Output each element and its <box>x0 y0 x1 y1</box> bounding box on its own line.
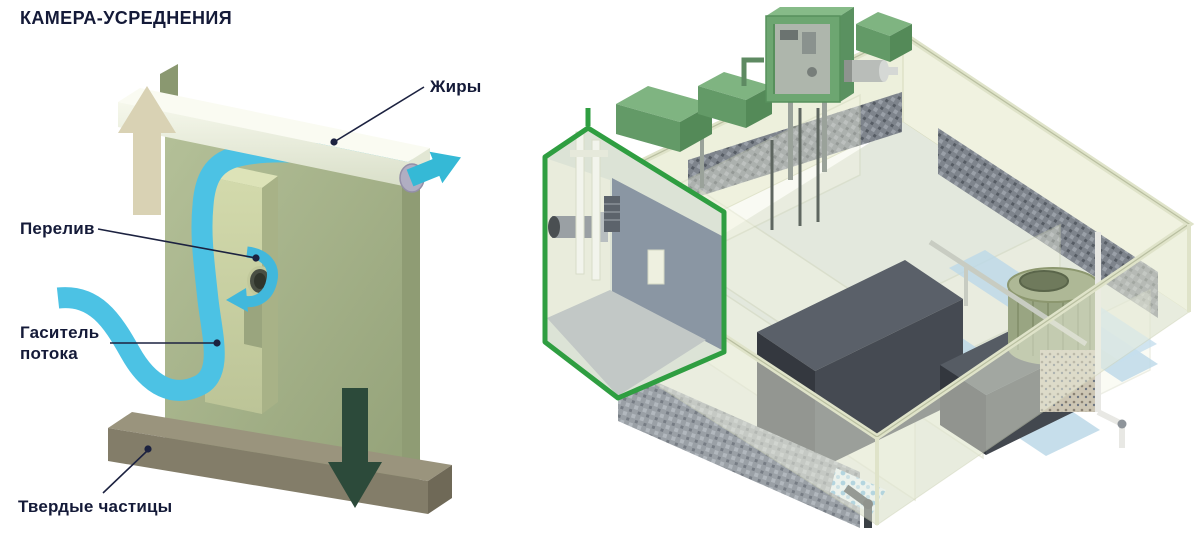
chamber-vent-grid <box>604 196 620 232</box>
tank-lid <box>1019 270 1069 292</box>
media-block-center <box>688 92 902 200</box>
down-flow-arrow <box>328 388 382 508</box>
leader-solids <box>102 450 148 494</box>
media-front-wall <box>618 365 860 528</box>
leader-dot-overflow <box>252 254 260 262</box>
inflow-up-arrow <box>118 86 176 215</box>
leader-dot-damper <box>213 339 221 347</box>
damper-notch <box>244 300 262 348</box>
motor <box>844 60 898 82</box>
page-title: КАМЕРА-УСРЕДНЕНИЯ <box>20 8 233 28</box>
media-block-right <box>938 128 1158 318</box>
label-solid-particles: Твердые частицы <box>18 497 173 516</box>
green-unit-right <box>856 12 912 62</box>
chamber-back-wall <box>612 178 722 350</box>
leader-dot-fats <box>330 138 338 146</box>
leader-dot-solids <box>144 445 152 453</box>
label-fats: Жиры <box>430 77 482 96</box>
outlet-arrow <box>406 151 461 187</box>
label-flow-damper: Гаситель потока <box>20 323 100 364</box>
water-flow-band <box>56 141 418 401</box>
green-unit-left-low <box>616 86 712 152</box>
overflow-curl-arrow <box>226 246 279 312</box>
leader-fats <box>333 86 425 143</box>
chamber-floor <box>547 290 706 396</box>
leader-lines <box>97 86 425 494</box>
isometric-view <box>542 7 1195 528</box>
detail-view <box>56 64 461 514</box>
equipment <box>616 7 912 188</box>
control-cabinet <box>765 7 854 103</box>
leader-overflow <box>97 228 257 259</box>
label-overflow: Перелив <box>20 219 95 238</box>
highlight-chamber <box>545 128 724 398</box>
chamber-baffle <box>647 249 665 285</box>
highlight-outline <box>542 108 727 401</box>
